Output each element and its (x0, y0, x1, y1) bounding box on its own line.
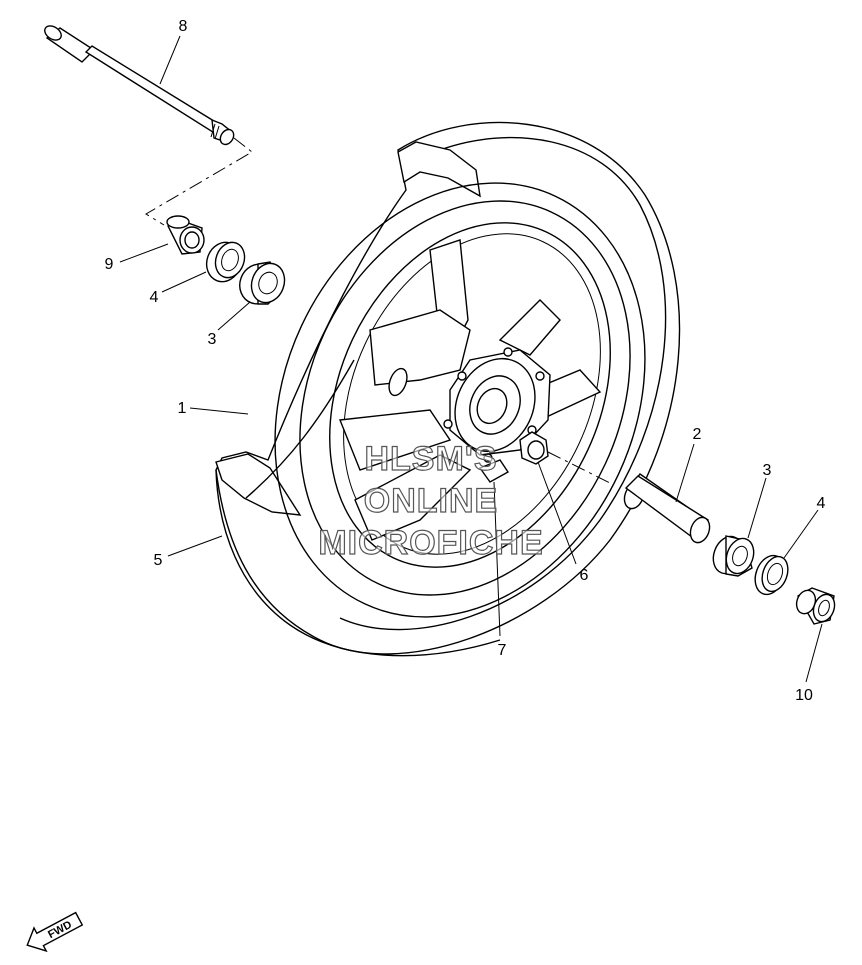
hub-center-line (547, 451, 613, 485)
callout-2: 2 (693, 426, 702, 443)
oil-seal-part-4-left[interactable] (201, 237, 249, 286)
callout-labels: 8 9 4 3 1 5 6 7 2 3 4 10 (105, 18, 826, 704)
spacer-part-2[interactable] (621, 473, 713, 545)
callout-1: 1 (178, 400, 187, 417)
bearing-part-3-right[interactable] (708, 532, 758, 577)
callout-3-left: 3 (208, 331, 217, 348)
valve-part-6[interactable] (519, 431, 549, 465)
tire-part-5[interactable] (215, 121, 681, 657)
callout-7: 7 (498, 642, 507, 659)
oil-seal-part-4-right[interactable] (750, 551, 792, 598)
fwd-arrow-icon: FWD (26, 911, 84, 953)
leader-lines (119, 35, 823, 683)
collar-part-9[interactable] (166, 215, 205, 255)
callout-4-right: 4 (817, 495, 826, 512)
callout-5: 5 (154, 552, 163, 569)
callout-10: 10 (795, 687, 813, 704)
collar-part-10[interactable] (793, 587, 838, 625)
balance-weight-part-7[interactable] (478, 459, 510, 483)
callout-3-right: 3 (763, 462, 772, 479)
axle-part-8[interactable] (42, 23, 236, 147)
callout-8: 8 (179, 18, 188, 35)
watermark-line-3: MICROFICHE (318, 524, 543, 562)
watermark-line-2: ONLINE (364, 482, 498, 520)
callout-4-left: 4 (150, 289, 159, 306)
callout-6: 6 (580, 567, 589, 584)
fwd-label: FWD (46, 919, 74, 941)
bearing-part-3-left[interactable] (234, 259, 290, 309)
axle-center-line (145, 137, 253, 226)
callout-9: 9 (105, 256, 114, 273)
watermark: HLSM'S ONLINE MICROFICHE (318, 439, 544, 562)
wheel-rim-part-1[interactable] (206, 122, 713, 678)
watermark-line-1: HLSM'S (364, 440, 497, 478)
